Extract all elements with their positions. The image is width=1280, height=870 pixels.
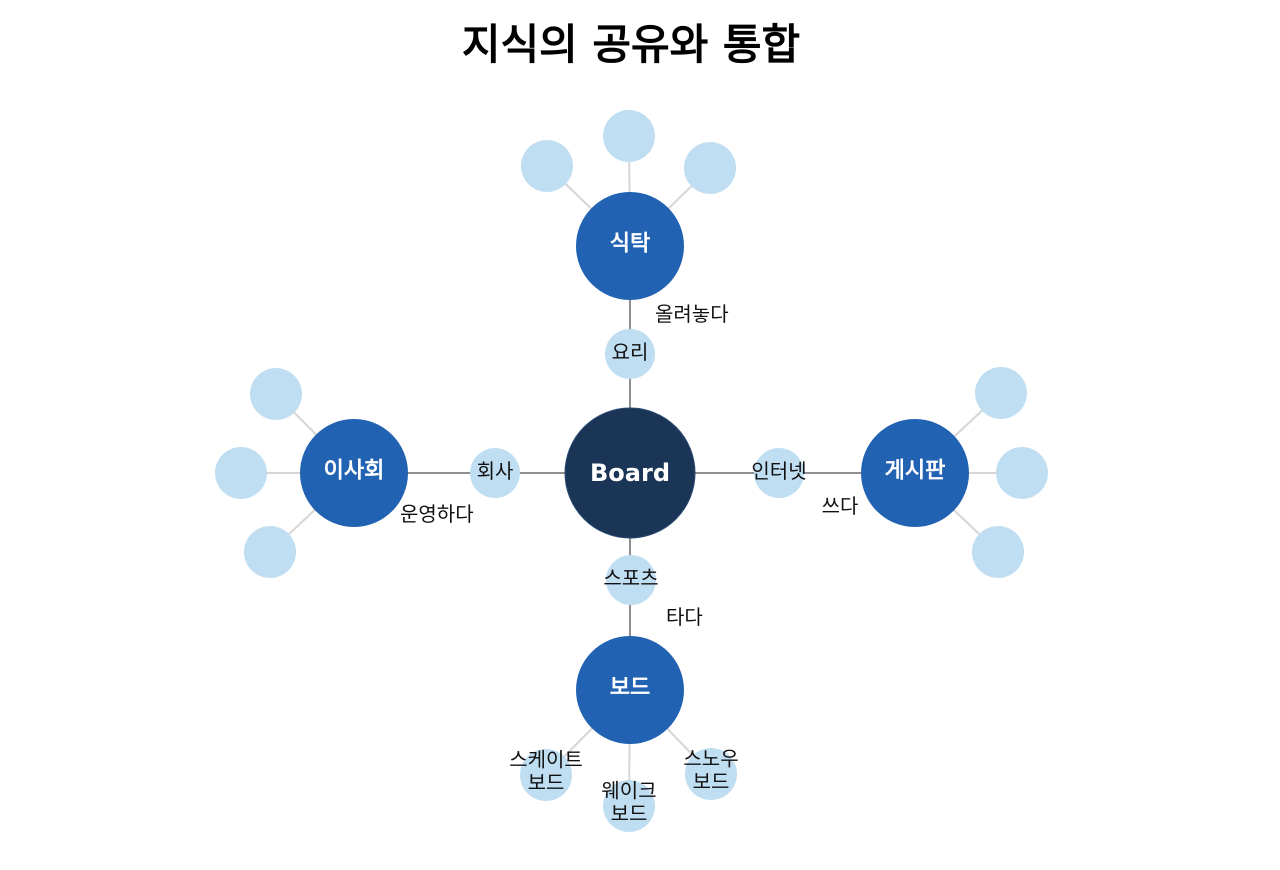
- relation-label-0: 올려놓다: [655, 302, 729, 326]
- hub-label-1: 게시판: [885, 459, 946, 484]
- hub-node-1: [861, 419, 969, 527]
- connector-label-1: 인터넷: [751, 459, 806, 483]
- diagram-title: 지식의 공유와 통합: [462, 20, 800, 69]
- hub-label-0: 식탁: [610, 232, 650, 257]
- hub-node-2: [576, 636, 684, 744]
- hub-node-0: [576, 192, 684, 300]
- leaf-node-1-2: [972, 526, 1024, 578]
- hub-label-2: 보드: [610, 676, 650, 701]
- leaf-node-0-2: [684, 142, 736, 194]
- leaf-node-2-2: [685, 748, 737, 800]
- connector-node-1: [754, 448, 804, 498]
- leaf-node-3-0: [250, 368, 302, 420]
- connector-node-0: [605, 329, 655, 379]
- leaf-node-0-1: [603, 110, 655, 162]
- connector-node-3: [470, 448, 520, 498]
- leaf-node-2-0: [520, 749, 572, 801]
- leaf-node-0-0: [521, 140, 573, 192]
- connector-node-2: [606, 555, 656, 605]
- connector-label-2: 스포츠: [603, 566, 658, 590]
- leaf-node-1-1: [996, 447, 1048, 499]
- center-node: [564, 407, 696, 539]
- center-label: Board: [590, 459, 670, 487]
- leaf-node-2-1: [603, 780, 655, 832]
- hub-node-3: [300, 419, 408, 527]
- connector-label-3: 회사: [477, 459, 514, 483]
- leaf-node-3-2: [244, 526, 296, 578]
- nodes-layer: [215, 110, 1048, 832]
- relation-label-1: 쓰다: [822, 494, 859, 518]
- leaf-node-3-1: [215, 447, 267, 499]
- connector-label-0: 요리: [612, 340, 649, 364]
- relation-label-3: 운영하다: [400, 502, 474, 526]
- hub-label-3: 이사회: [324, 459, 385, 484]
- relation-label-2: 타다: [666, 605, 703, 629]
- leaf-node-1-0: [975, 367, 1027, 419]
